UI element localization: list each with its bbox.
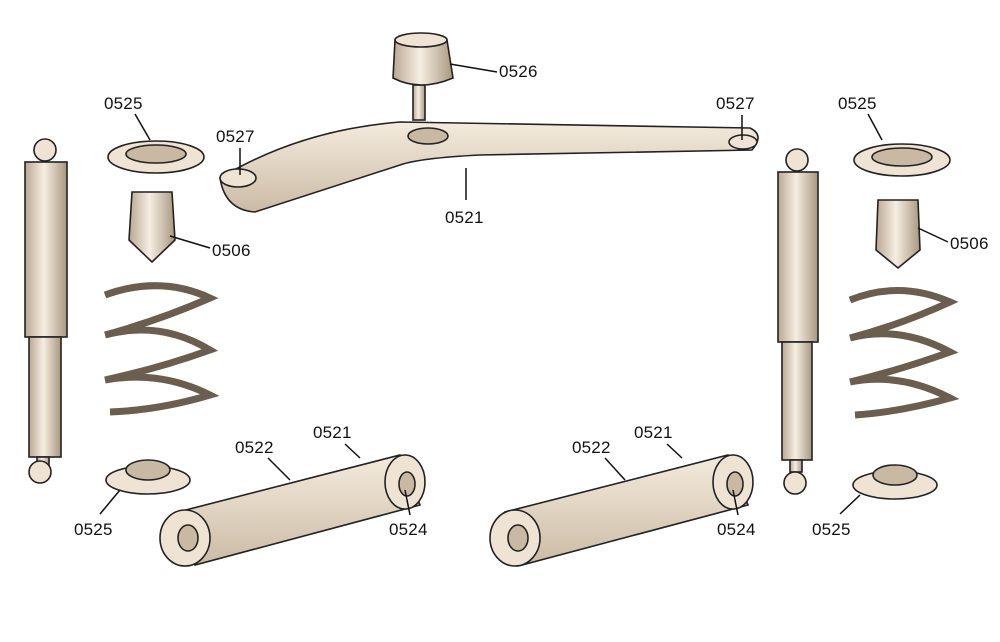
a-frame-part <box>219 121 759 213</box>
spring-seats <box>105 140 951 500</box>
label-0521: 0521 <box>313 423 352 442</box>
label-0525: 0525 <box>812 520 851 539</box>
lower-arm-right <box>489 454 754 567</box>
leader-lines <box>99 63 949 516</box>
lower-arm-left <box>159 454 426 567</box>
label-0525: 0525 <box>74 520 113 539</box>
label-0525: 0525 <box>104 94 143 113</box>
label-0506: 0506 <box>212 241 251 260</box>
label-0524: 0524 <box>389 520 428 539</box>
ball-joint-part <box>392 32 454 121</box>
label-0524: 0524 <box>717 520 756 539</box>
label-0525: 0525 <box>838 94 877 113</box>
label-0522: 0522 <box>572 438 611 457</box>
label-0527: 0527 <box>216 127 255 146</box>
shock-absorber-left <box>24 138 68 484</box>
label-0522: 0522 <box>235 438 274 457</box>
label-0521: 0521 <box>445 208 484 227</box>
coil-springs <box>103 282 960 419</box>
label-0506: 0506 <box>950 234 989 253</box>
label-0521: 0521 <box>634 423 673 442</box>
label-0527: 0527 <box>716 94 755 113</box>
shock-absorber-right <box>777 148 819 495</box>
label-0526: 0526 <box>499 62 538 81</box>
bump-stops <box>128 191 921 270</box>
